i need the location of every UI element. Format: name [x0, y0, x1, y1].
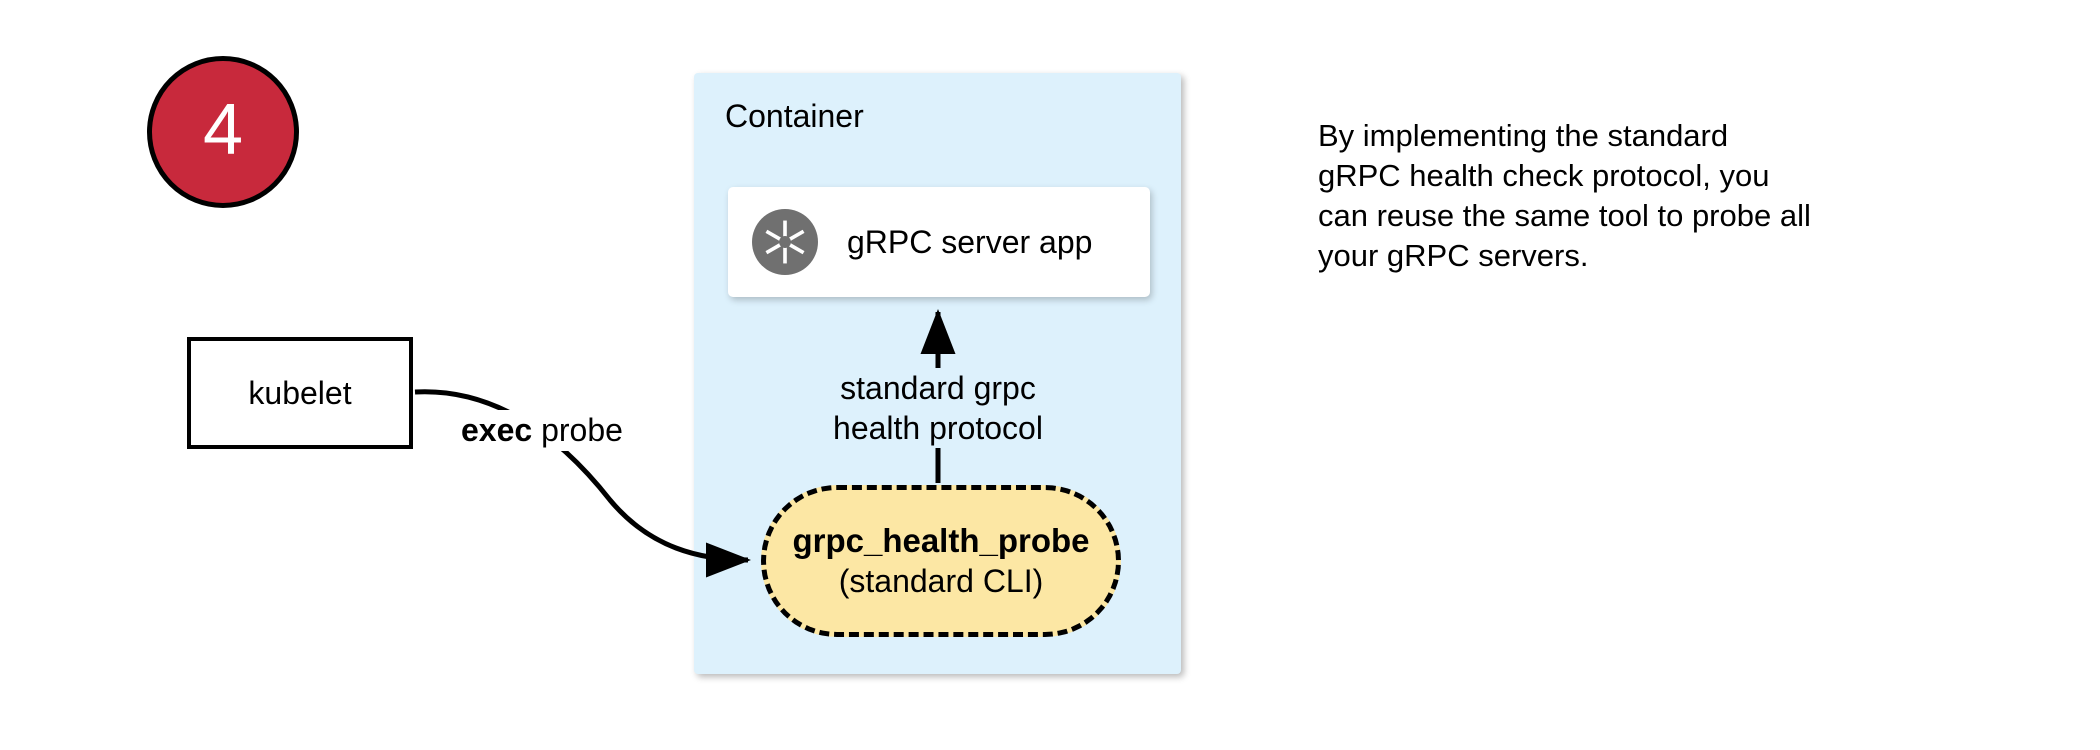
exec-probe-rest: probe: [532, 412, 623, 448]
caption-text: By implementing the standard gRPC health…: [1318, 116, 1811, 276]
step-number-text: 4: [202, 90, 244, 170]
exec-probe-label: exec probe: [457, 410, 627, 451]
caption-line-4: your gRPC servers.: [1318, 238, 1589, 273]
kubelet-box: kubelet: [187, 337, 413, 449]
aperture-icon: [752, 209, 818, 275]
caption-line-2: gRPC health check protocol, you: [1318, 158, 1770, 193]
kubelet-label: kubelet: [248, 374, 352, 411]
grpc-health-probe-subtitle: (standard CLI): [838, 563, 1044, 599]
grpc-server-app-card: gRPC server app: [728, 187, 1150, 297]
exec-probe-bold: exec: [461, 412, 533, 448]
caption-line-1: By implementing the standard: [1318, 118, 1729, 153]
protocol-label-line1: standard grpc: [783, 368, 1093, 408]
container-label: Container: [725, 98, 864, 134]
grpc-health-probe-node: grpc_health_probe (standard CLI): [761, 485, 1121, 637]
caption-line-3: can reuse the same tool to probe all: [1318, 198, 1811, 233]
step-number-badge: 4: [147, 56, 299, 208]
protocol-label-line2: health protocol: [783, 408, 1093, 448]
grpc-health-probe-title: grpc_health_probe: [792, 522, 1090, 559]
grpc-server-app-label: gRPC server app: [847, 223, 1093, 260]
protocol-arrow-label: standard grpc health protocol: [783, 368, 1093, 448]
